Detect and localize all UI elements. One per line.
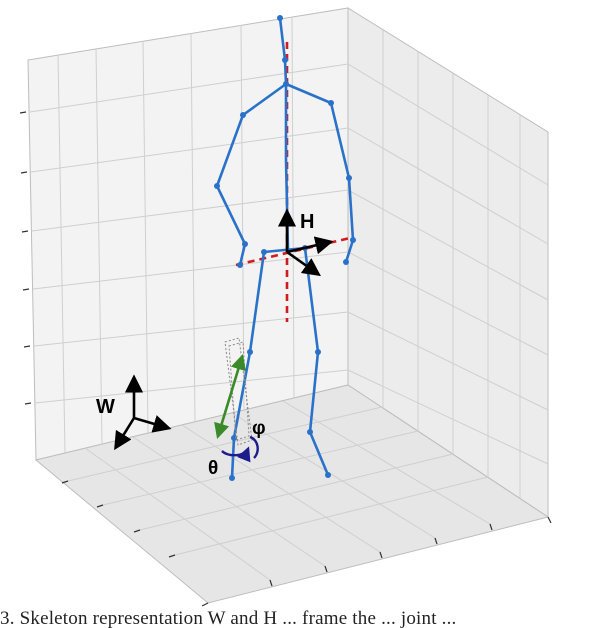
axis-ticks xyxy=(19,111,552,607)
world-right-arrow xyxy=(133,415,172,433)
hip-right-arrow xyxy=(286,236,334,255)
joint xyxy=(346,175,352,181)
joint xyxy=(315,349,321,355)
figure-caption: 3. Skeleton representation W and H ... f… xyxy=(0,608,457,628)
phi-label: φ xyxy=(252,418,266,439)
grid-panes xyxy=(19,7,552,607)
hip-down-arrow xyxy=(286,250,321,277)
joint xyxy=(214,183,220,189)
joint xyxy=(237,262,243,268)
grid-lines xyxy=(29,16,549,581)
phi-arc xyxy=(249,435,259,459)
joint xyxy=(328,100,334,106)
limb-direction-arrow xyxy=(214,354,246,439)
world-down-arrow xyxy=(114,417,136,451)
hip-frame-label: H xyxy=(300,211,314,233)
hip-frame xyxy=(277,208,334,277)
left-pane xyxy=(27,7,349,461)
joint xyxy=(307,429,313,435)
skeleton-joints xyxy=(214,15,356,481)
left-leg-bones xyxy=(303,246,330,477)
joint xyxy=(282,57,288,63)
joint xyxy=(325,472,331,478)
joint xyxy=(261,249,267,255)
joint xyxy=(229,475,235,481)
joint xyxy=(242,241,248,247)
joint xyxy=(240,112,246,118)
joint xyxy=(283,81,289,87)
joint xyxy=(350,237,356,243)
joint xyxy=(277,15,283,21)
angle-arcs xyxy=(221,435,259,463)
joint xyxy=(247,349,253,355)
theta-label: θ xyxy=(208,458,218,479)
world-frame-label: W xyxy=(96,396,115,418)
theta-arc xyxy=(221,446,251,463)
joint xyxy=(343,259,349,265)
world-frame xyxy=(114,374,172,451)
